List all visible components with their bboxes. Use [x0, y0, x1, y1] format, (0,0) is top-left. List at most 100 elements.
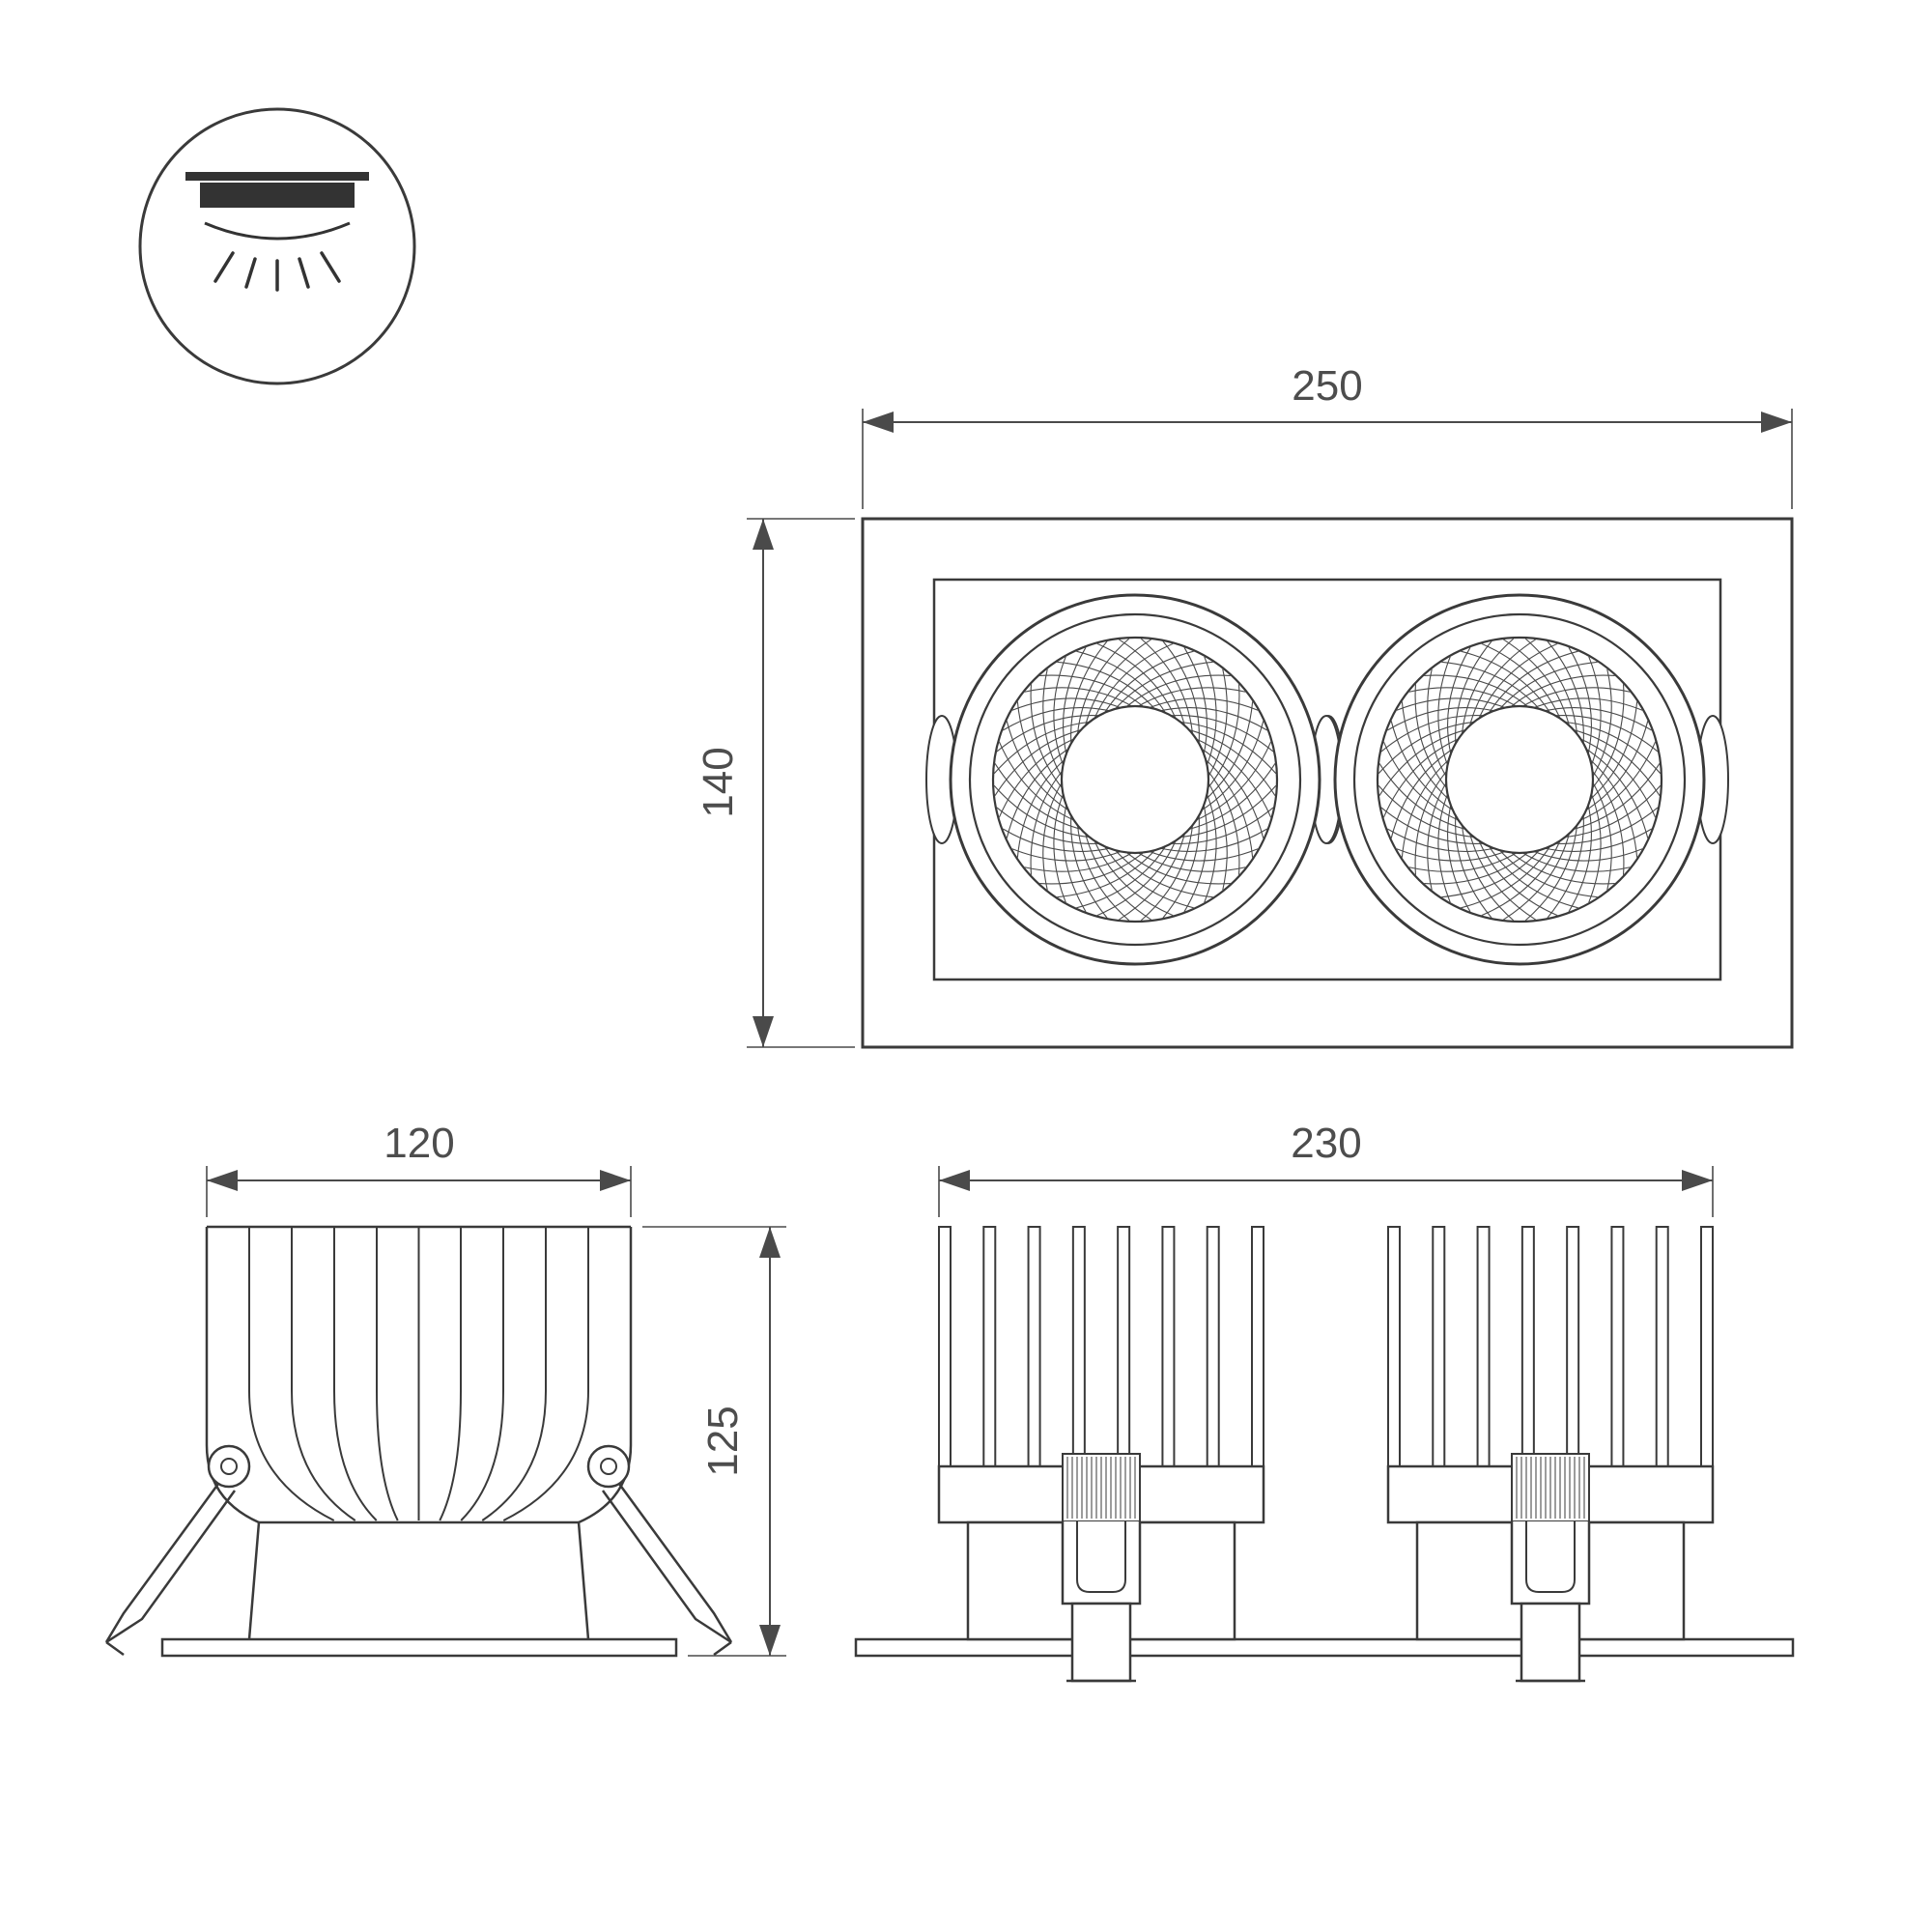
- clip-bracket-inner: [1525, 1521, 1576, 1593]
- trim-flange-rear: [854, 1637, 1795, 1658]
- mesh-arc: [993, 784, 1094, 838]
- mesh-arc: [994, 763, 1085, 831]
- mesh-arc: [1468, 639, 1536, 729]
- mesh-arc: [1476, 642, 1558, 723]
- mesh-arc: [1016, 756, 1067, 858]
- mesh-arc: [1524, 638, 1578, 738]
- spring-clip-right: [601, 1483, 733, 1657]
- mesh-arc: [1455, 811, 1492, 919]
- fin-line: [439, 1227, 462, 1521]
- heatsink-fin: [1566, 1226, 1580, 1467]
- mesh-arc: [1024, 850, 1136, 872]
- heatsink-fin: [1387, 1226, 1401, 1467]
- mesh-arc: [1390, 721, 1457, 813]
- mesh-arc: [1519, 687, 1631, 709]
- spot-left-reflector-edge: [991, 636, 1279, 923]
- mesh-arc: [1455, 640, 1492, 748]
- mesh-arc: [1101, 842, 1194, 909]
- heatsink-fin: [938, 1226, 952, 1467]
- mesh-arc: [1203, 701, 1254, 803]
- mesh-arc: [1123, 849, 1231, 885]
- mesh-arc: [1002, 707, 1114, 731]
- mesh-arc: [1424, 849, 1531, 885]
- spot-right: [1333, 593, 1706, 966]
- mesh-arc: [1084, 639, 1151, 729]
- mesh-arc: [1437, 790, 1451, 903]
- mesh-arc: [1204, 656, 1217, 769]
- dim-arrow: [863, 412, 894, 433]
- mesh-arc: [1486, 842, 1578, 909]
- fin-line: [333, 1227, 378, 1521]
- spot-left-led-center: [1060, 704, 1210, 855]
- mesh-arc: [1461, 638, 1515, 738]
- fin-line: [248, 1227, 335, 1521]
- mesh-arc: [1096, 837, 1179, 917]
- mesh-arc: [1382, 741, 1463, 823]
- heatsink-fin: [1476, 1226, 1491, 1467]
- recessed-downlight-icon: [138, 107, 416, 385]
- mesh-arc: [1006, 746, 1072, 838]
- mesh-arc: [1476, 837, 1558, 917]
- mesh-arc: [1461, 821, 1515, 922]
- side-width-label: 120: [384, 1120, 454, 1167]
- spot-right-rim-inner: [1352, 612, 1687, 947]
- heatsink-fin: [1610, 1226, 1625, 1467]
- mesh-arc: [1590, 779, 1612, 891]
- mesh-arc: [1461, 842, 1553, 909]
- mesh-arc: [996, 715, 1103, 753]
- dimension-lines: [206, 409, 1793, 1657]
- heatsink-fin: [1251, 1226, 1264, 1467]
- dim-arrow: [600, 1170, 631, 1191]
- heatsink-left-edge: [205, 1227, 260, 1524]
- mesh-arc: [1588, 656, 1602, 769]
- mesh-arc: [1587, 701, 1638, 803]
- mesh-arc: [1378, 728, 1469, 796]
- spot-right-reflector-edge: [1376, 636, 1663, 923]
- dim-arrow: [753, 1016, 774, 1047]
- mesh-arc: [1401, 701, 1452, 803]
- mesh-arc: [1441, 661, 1543, 712]
- clip-foot: [1520, 1602, 1581, 1683]
- mesh-arc: [1541, 707, 1653, 731]
- mesh-arc: [1156, 707, 1268, 731]
- heatsink-fin: [982, 1226, 997, 1467]
- mesh-arc: [1156, 828, 1268, 852]
- mesh-arc: [1042, 779, 1065, 891]
- mesh-arc: [1396, 697, 1509, 711]
- mesh-arc: [1039, 674, 1147, 710]
- mesh-arc: [1185, 728, 1276, 796]
- mesh-arc: [1570, 728, 1661, 796]
- mesh-arc: [1177, 784, 1277, 838]
- mesh-arc: [1076, 638, 1130, 738]
- mesh-arc: [1205, 684, 1240, 791]
- mesh-arc: [1177, 721, 1277, 775]
- mesh-arc: [1070, 640, 1108, 748]
- mesh-arc: [1496, 847, 1598, 898]
- rear-width-label: 230: [1291, 1120, 1361, 1167]
- front-width-label: 250: [1292, 362, 1362, 410]
- mesh-arc: [1030, 768, 1065, 875]
- mesh-arc: [1205, 768, 1240, 875]
- mesh-arc: [1582, 721, 1649, 813]
- mesh-arc: [1378, 784, 1478, 838]
- mesh-arc: [1582, 746, 1649, 838]
- spring-clip-left: [104, 1483, 237, 1657]
- mesh-arc: [1092, 642, 1174, 723]
- mesh-arc: [1112, 847, 1213, 898]
- mesh-arc: [1547, 811, 1584, 919]
- mesh-arc: [1390, 746, 1457, 838]
- mesh-arc: [1589, 768, 1625, 875]
- mesh-arc: [1508, 849, 1615, 885]
- dim-arrow: [939, 1170, 970, 1191]
- heatsink-fin: [1432, 1226, 1446, 1467]
- mesh-arc: [1561, 721, 1662, 775]
- fin-line: [291, 1227, 356, 1521]
- mesh-arc: [1486, 650, 1578, 717]
- mesh-arc: [1162, 640, 1200, 748]
- side-height-label: 125: [699, 1406, 747, 1476]
- mesh-arc: [1408, 687, 1520, 709]
- mesh-arc: [1203, 756, 1254, 858]
- spot-left-reflector-mesh: [993, 638, 1277, 922]
- mesh-arc: [1541, 828, 1653, 852]
- mesh-arc: [1447, 646, 1471, 758]
